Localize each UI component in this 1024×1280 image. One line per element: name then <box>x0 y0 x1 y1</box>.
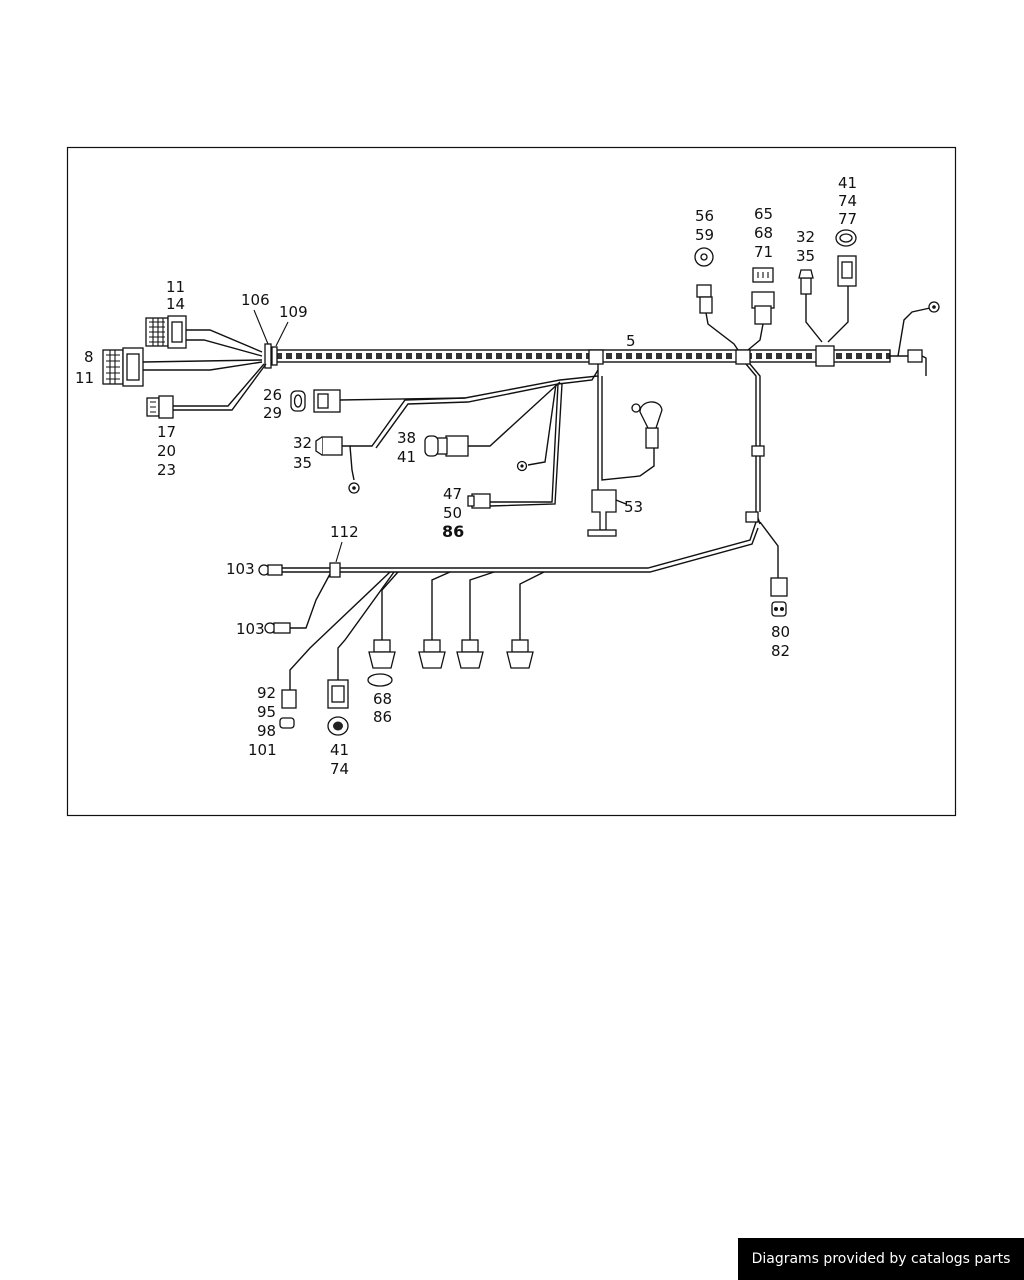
branch-32-35-right <box>798 269 823 343</box>
callout-92-95-98-101: 95 <box>257 703 276 721</box>
callout-68-86: 68 <box>373 690 392 708</box>
callout-41-74-77: 74 <box>838 192 857 210</box>
callout-labels: 5 11 14 8 11 17 20 23 106 109 26 29 32 3… <box>75 174 857 778</box>
branch-sensor-middle <box>424 381 563 509</box>
callout-47-50-86: 86 <box>442 522 464 541</box>
injector-connector <box>418 639 446 669</box>
callout-47-50-86: 47 <box>443 485 462 503</box>
callout-41-74-77: 77 <box>838 210 857 228</box>
branch-sensor-left <box>290 364 599 494</box>
footer-credit-text: Diagrams provided by catalogs parts <box>751 1251 1011 1267</box>
callout-26-29: 26 <box>263 386 282 404</box>
grommet <box>264 343 278 369</box>
callout-92-95-98-101: 98 <box>257 722 276 740</box>
branch-56-59 <box>694 247 739 351</box>
callout-80-82: 80 <box>771 623 790 641</box>
callout-80-82: 82 <box>771 642 790 660</box>
callout-112: 112 <box>330 523 359 541</box>
callout-109: 109 <box>279 303 308 321</box>
callout-65-68-71: 71 <box>754 243 773 261</box>
callout-32-35-left: 35 <box>293 454 312 472</box>
callout-32-35-left: 32 <box>293 434 312 452</box>
callout-8-11: 8 <box>84 348 94 366</box>
callout-56-59: 56 <box>695 207 714 225</box>
callout-53: 53 <box>624 498 643 516</box>
branch-65-68-71 <box>747 267 775 351</box>
callout-26-29: 29 <box>263 404 282 422</box>
callout-17-20-23: 17 <box>157 423 176 441</box>
diagram-frame <box>66 146 957 817</box>
callout-41-74: 41 <box>330 741 349 759</box>
callout-47-50-86: 50 <box>443 504 462 522</box>
callout-65-68-71: 65 <box>754 205 773 223</box>
callout-17-20-23: 20 <box>157 442 176 460</box>
callout-5: 5 <box>626 332 636 350</box>
callout-68-86: 86 <box>373 708 392 726</box>
main-trunk <box>275 301 940 376</box>
callout-32-35-right: 32 <box>796 228 815 246</box>
ecu-connector-lower <box>102 347 263 387</box>
footer-credit: Diagrams provided by catalogs parts <box>738 1238 1024 1280</box>
vertical-branch <box>745 363 788 617</box>
lower-harness <box>258 521 759 736</box>
callout-38-41: 41 <box>397 448 416 466</box>
branch-53 <box>587 376 663 537</box>
callout-41-74: 74 <box>330 760 349 778</box>
callout-92-95-98-101: 101 <box>248 741 277 759</box>
callout-17-20-23: 23 <box>157 461 176 479</box>
callout-65-68-71: 68 <box>754 224 773 242</box>
callout-103-top: 103 <box>226 560 255 578</box>
callout-92-95-98-101: 92 <box>257 684 276 702</box>
ecu-connector-upper <box>145 315 263 357</box>
callout-32-35-right: 35 <box>796 247 815 265</box>
callout-56-59: 59 <box>695 226 714 244</box>
leader-lines <box>253 309 343 563</box>
callout-106: 106 <box>241 291 270 309</box>
connector-17 <box>146 363 267 419</box>
callout-11-14: 14 <box>166 295 185 313</box>
callout-11-14: 11 <box>166 278 185 296</box>
callout-38-41: 38 <box>397 429 416 447</box>
callout-103-bottom: 103 <box>236 620 265 638</box>
injector-connector <box>368 639 396 669</box>
branch-41-74-77-right <box>827 229 857 343</box>
injector-connector <box>506 639 534 669</box>
callout-8-11: 11 <box>75 369 94 387</box>
callout-41-74-77: 41 <box>838 174 857 192</box>
injector-connector <box>456 639 484 669</box>
